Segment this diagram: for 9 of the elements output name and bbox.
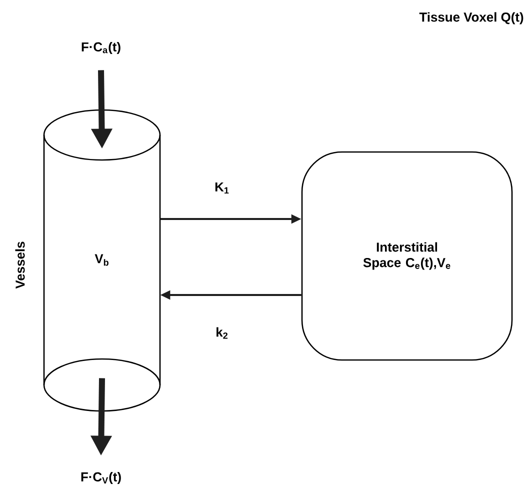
flow-label: F·C$_{a}$(t) [82, 42, 120, 54]
cylinder: V$_{b}$ [43, 109, 161, 412]
side-label: Vessels [15, 242, 25, 289]
title: Tissue Voxel Q(t) [419, 12, 524, 24]
edge-label: k$_{2}$ [214, 326, 230, 340]
rounded-box: Interstitial Space C$_{e}$(t),V$_{e}$ [301, 151, 513, 361]
flow-label: F·C$_{V}$(t) [81, 472, 121, 484]
edge-label: K$_{1}$ [214, 181, 230, 194]
node-label: V$_{b}$ [94, 254, 108, 266]
